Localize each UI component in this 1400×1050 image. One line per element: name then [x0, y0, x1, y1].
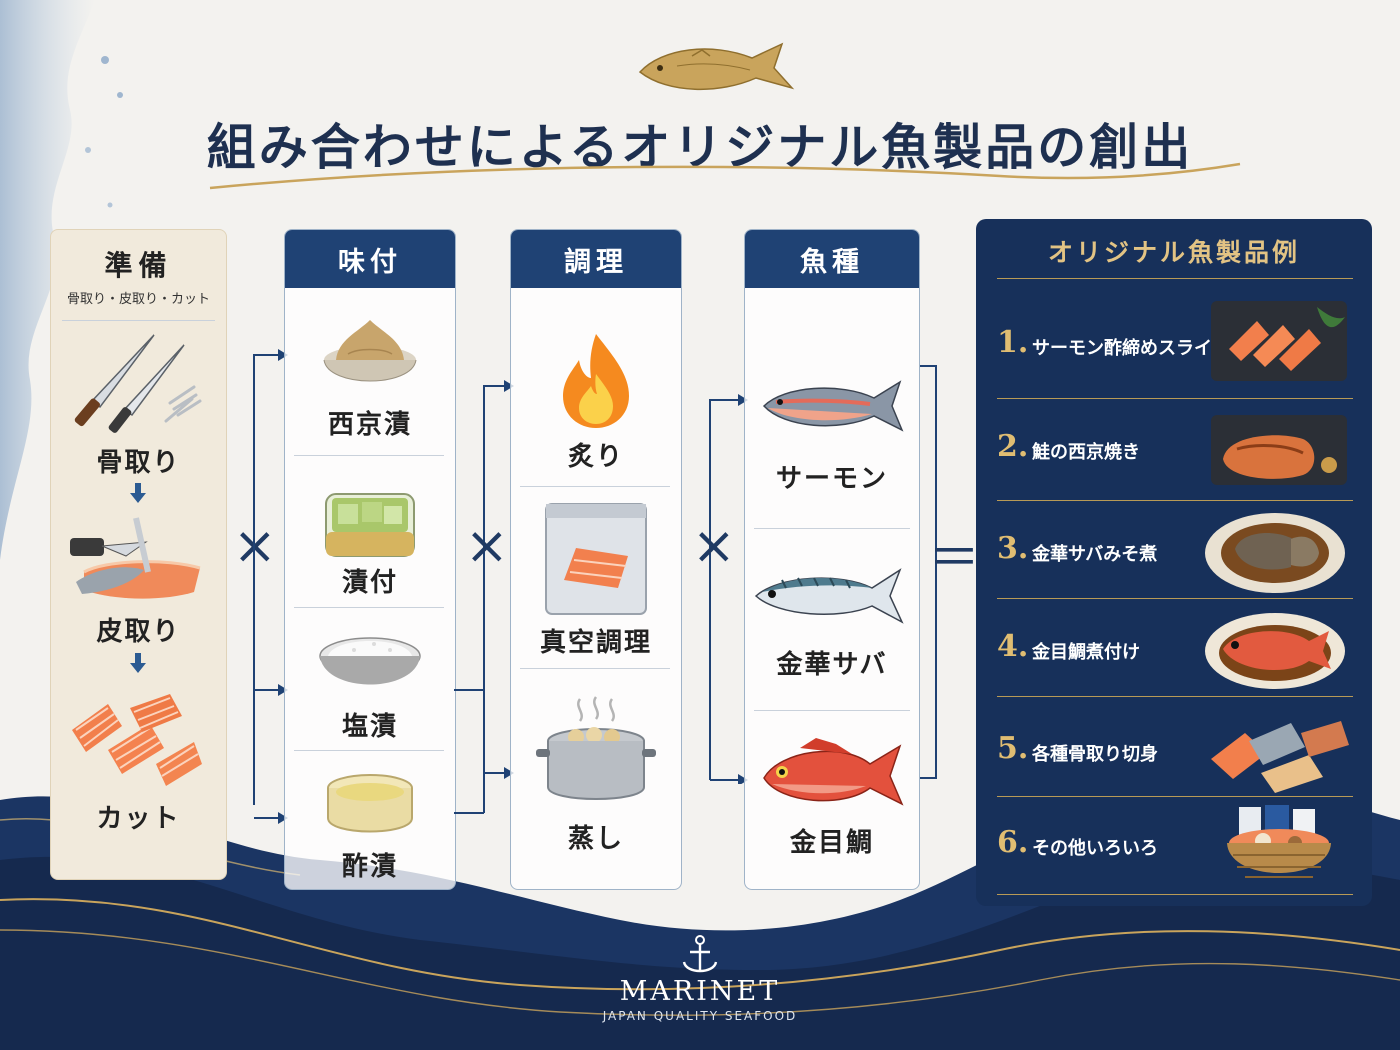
cooking-label: 真空調理	[539, 628, 652, 658]
salmon-icon	[762, 380, 904, 432]
steaming-pot-icon	[536, 696, 656, 800]
pickle-container-icon	[325, 493, 415, 557]
product-row: 1. サーモン酢締めスライス	[997, 278, 1353, 388]
equals-bracket	[920, 365, 937, 779]
prep-step-label: カット	[96, 804, 181, 834]
cooking-heading: 調理	[511, 230, 681, 288]
flame-icon	[563, 334, 629, 428]
seasoning-label: 西京漬	[327, 410, 412, 440]
product-row: 6. その他いろいろ	[997, 796, 1353, 896]
fish-label: 金華サバ	[776, 650, 888, 680]
times-operator: ×	[692, 516, 736, 576]
fish-label: サーモン	[775, 464, 888, 494]
product-row: 4. 金目鯛煮付け	[997, 598, 1353, 698]
red-snapper-icon	[763, 738, 904, 806]
salt-bowl-icon	[319, 637, 421, 685]
prep-subheading: 骨取り・皮取り・カット	[66, 292, 210, 307]
mackerel-icon	[754, 568, 904, 624]
cell-divider	[520, 668, 670, 669]
product-row: 2. 鮭の西京焼き	[997, 398, 1353, 498]
fish-connector	[709, 394, 748, 784]
salmon-fillets-icon	[72, 694, 202, 786]
cell-divider	[294, 455, 444, 456]
cooking-connector	[454, 380, 514, 814]
down-arrow-icon	[130, 483, 146, 503]
grilled-salmon-icon	[1211, 415, 1347, 485]
title-underline-swoosh	[209, 162, 1241, 190]
down-arrow-icon	[130, 653, 146, 673]
fillet-assortment-icon	[1211, 721, 1349, 793]
vinegar-bowl-icon	[327, 774, 413, 833]
seasoning-label: 酢漬	[341, 852, 398, 882]
salmon-slices-plate-icon	[1211, 301, 1347, 381]
times-operator: ×	[465, 516, 509, 576]
cell-divider	[294, 750, 444, 751]
cooking-label: 蒸し	[567, 824, 624, 854]
anchor-icon	[682, 935, 718, 973]
seasoning-label: 塩漬	[341, 712, 398, 742]
cooking-label: 炙り	[567, 442, 624, 472]
fish-heading: 魚種	[745, 230, 919, 288]
simmered-snapper-icon	[1205, 613, 1345, 689]
water-splash-decoration	[0, 0, 123, 560]
seasoning-heading: 味付	[285, 230, 455, 288]
prep-divider	[62, 320, 215, 321]
equals-operator: ＝	[928, 529, 981, 589]
product-row-bottom-rule	[997, 894, 1353, 895]
seasoning-label: 漬付	[341, 568, 398, 598]
golden-fish-icon	[638, 42, 795, 90]
cell-divider	[294, 607, 444, 608]
fish-label: 金目鯛	[789, 828, 874, 858]
prep-step-label: 皮取り	[96, 617, 181, 647]
knives-icon	[74, 334, 202, 433]
products-heading: オリジナル魚製品例	[1047, 238, 1300, 267]
prep-step-label: 骨取り	[96, 448, 181, 478]
gift-basket-icon	[1227, 805, 1331, 878]
product-row: 5. 各種骨取り切身	[997, 696, 1353, 796]
miso-bowl-icon	[323, 320, 417, 382]
seasoning-connector	[253, 349, 288, 824]
mackerel-miso-icon	[1205, 513, 1345, 593]
prep-heading: 準備	[104, 249, 173, 282]
product-row: 3. 金華サバみそ煮	[997, 500, 1353, 600]
skinning-icon	[70, 517, 201, 599]
cell-divider	[754, 528, 910, 529]
footer-brand: MARINET	[619, 976, 781, 1007]
footer-tagline: JAPAN QUALITY SEAFOOD	[602, 1009, 798, 1023]
cell-divider	[754, 710, 910, 711]
cell-divider	[520, 486, 670, 487]
vacuum-pack-icon	[545, 503, 647, 615]
